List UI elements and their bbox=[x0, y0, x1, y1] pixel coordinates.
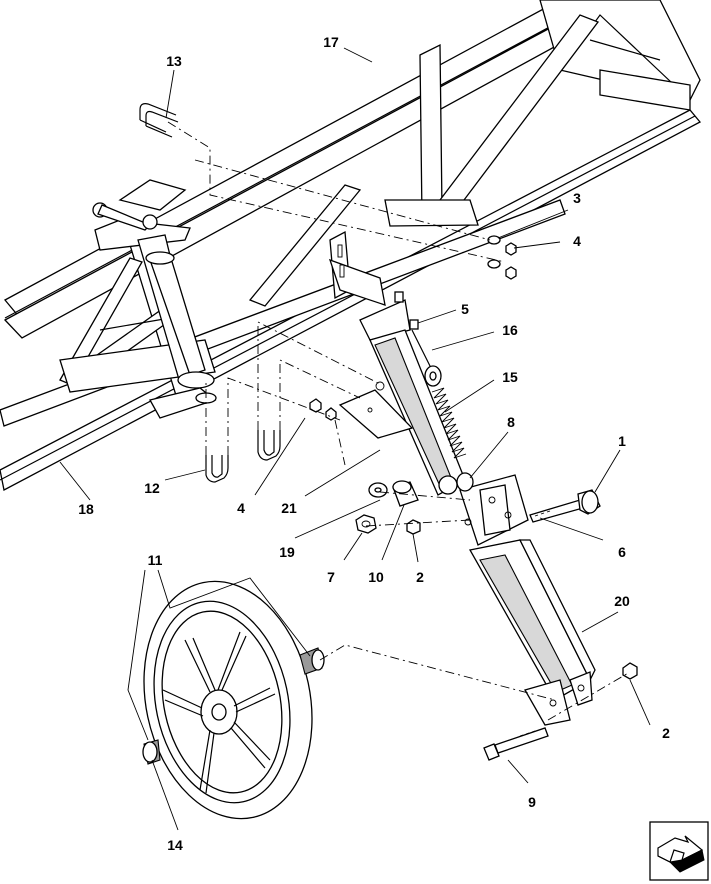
callout-12: 12 bbox=[144, 480, 160, 496]
upper-bracket bbox=[328, 230, 386, 306]
callout-17: 17 bbox=[323, 34, 339, 50]
callout-14: 14 bbox=[167, 837, 183, 853]
upper-arm bbox=[359, 291, 467, 496]
callout-13: 13 bbox=[166, 53, 182, 69]
callout-3: 3 bbox=[573, 190, 581, 206]
leader-lines bbox=[59, 47, 651, 831]
callout-15: 15 bbox=[502, 369, 518, 385]
hinge-post bbox=[92, 179, 217, 419]
lower-arm bbox=[459, 474, 596, 726]
callout-8: 8 bbox=[507, 414, 515, 430]
assembly-centerlines bbox=[167, 121, 631, 721]
callout-5: 5 bbox=[461, 301, 469, 317]
callout-20: 20 bbox=[614, 593, 630, 609]
axle-bolt bbox=[483, 727, 549, 761]
callout-4-left: 4 bbox=[237, 500, 245, 516]
gauge-wheel bbox=[142, 580, 325, 820]
callout-6: 6 bbox=[618, 544, 626, 560]
u-bolts-lower bbox=[205, 430, 281, 483]
callout-11: 11 bbox=[147, 552, 163, 568]
next-page-arrow-icon[interactable] bbox=[649, 821, 709, 881]
callout-10: 10 bbox=[368, 569, 384, 585]
callout-4-right: 4 bbox=[573, 233, 581, 249]
callout-16: 16 bbox=[502, 322, 518, 338]
callout-21: 21 bbox=[281, 500, 297, 516]
u-bolt-top bbox=[139, 103, 179, 138]
mounting-plate bbox=[338, 381, 414, 439]
callout-1: 1 bbox=[618, 433, 626, 449]
pivot-bolt bbox=[529, 489, 601, 523]
callout-7: 7 bbox=[327, 569, 335, 585]
callout-2-right: 2 bbox=[662, 725, 670, 741]
callout-19: 19 bbox=[279, 544, 295, 560]
callout-18: 18 bbox=[78, 501, 94, 517]
callout-2-center: 2 bbox=[416, 569, 424, 585]
callout-9: 9 bbox=[528, 794, 536, 810]
